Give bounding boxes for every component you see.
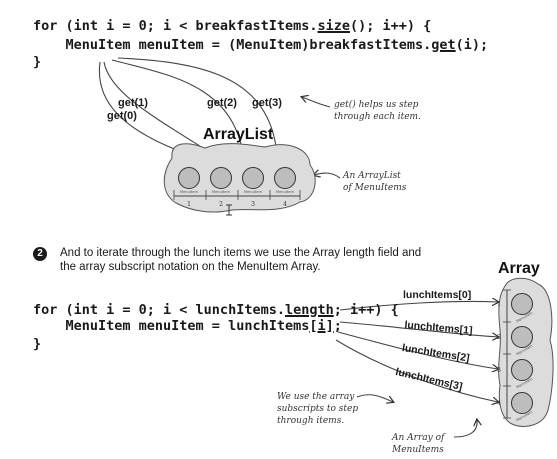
arraylist-items <box>178 167 296 189</box>
arrow-note-list <box>314 173 341 179</box>
arraylist-item-label: MenuItem <box>276 190 295 194</box>
code-text: for (int i = 0; i < lunchItems. <box>33 302 285 318</box>
get3-label: get(3) <box>252 97 282 109</box>
arraylist-index-3: 3 <box>251 201 255 208</box>
array-item-2 <box>511 326 533 348</box>
length-field: length <box>284 302 334 318</box>
array-index-1: 1 <box>497 301 501 308</box>
code-text: (i); <box>455 37 489 53</box>
array-index-4: 4 <box>497 400 501 407</box>
step-number-badge: 2 <box>33 247 47 261</box>
array-item-1 <box>511 293 533 315</box>
array-index-3: 3 <box>497 367 501 374</box>
arraylist-item-label: MenuItem <box>212 190 231 194</box>
arrow-lunch-1 <box>339 321 498 337</box>
step-description: And to iterate through the lunch items w… <box>60 247 422 273</box>
code-line-1: for (int i = 0; i < breakfastItems.size(… <box>33 18 432 34</box>
arraylist-index-2: 2 <box>219 201 223 208</box>
arrow-lunch-3 <box>335 339 498 402</box>
code2-line-2: MenuItem menuItem = lunchItems[i]; <box>33 318 342 334</box>
array-item-3 <box>511 359 533 381</box>
arraylist-blob <box>163 143 316 213</box>
arrow-lunch-2 <box>337 331 498 369</box>
arrow-note-get <box>302 97 331 108</box>
array-item-4 <box>511 392 533 414</box>
get2-label: get(2) <box>207 97 237 109</box>
code2-line-3: } <box>33 336 42 352</box>
arraylist-item-1 <box>178 167 200 189</box>
array-title: Array <box>498 260 540 277</box>
arraylist-index-4: 4 <box>283 201 287 208</box>
code-line-2: MenuItem menuItem = (MenuItem)breakfastI… <box>33 37 489 53</box>
array-index-2: 2 <box>497 334 501 341</box>
note-array-of-menuitems: An Array of MenuItems <box>392 433 445 455</box>
size-method: size <box>317 18 350 34</box>
arraylist-item-4 <box>274 167 296 189</box>
code-text: } <box>33 54 42 70</box>
arraylist-title: ArrayList <box>203 126 274 143</box>
arrow-get2 <box>111 59 244 160</box>
note-array-subscripts: We use the array subscripts to step thro… <box>277 392 359 426</box>
lunch-subscript-0: lunchItems[0] <box>403 289 472 301</box>
note-get-helps: get() helps us step through each item. <box>334 100 421 122</box>
array-items <box>511 293 533 414</box>
arraylist-item-3 <box>242 167 264 189</box>
text-cursor-icon <box>226 204 232 216</box>
code2-line-1: for (int i = 0; i < lunchItems.length; i… <box>33 302 399 318</box>
get-method: get <box>431 37 456 53</box>
note-arraylist-of-menuitems: An ArrayList of MenuItems <box>343 171 407 193</box>
arrow-get0 <box>98 61 190 155</box>
array-subscript: [i] <box>309 318 334 334</box>
array-blob <box>498 277 554 427</box>
arrow-note-array <box>453 420 477 438</box>
get0-label: get(0) <box>107 110 137 122</box>
arraylist-item-label: MenuItem <box>244 190 263 194</box>
code-text: MenuItem menuItem = (MenuItem)breakfastI… <box>33 37 432 53</box>
code-text: ; <box>333 318 342 334</box>
code-text: } <box>33 336 42 352</box>
arraylist-index-1: 1 <box>187 201 191 208</box>
arraylist-item-2 <box>210 167 232 189</box>
arrow-lunch-0 <box>339 301 498 311</box>
arrow-note-subscripts <box>356 394 393 402</box>
code-text: (); i++) { <box>350 18 432 34</box>
code-text: ; i++) { <box>333 302 399 318</box>
arrow-get3 <box>117 57 277 155</box>
code-text: MenuItem menuItem = lunchItems <box>33 318 310 334</box>
arraylist-item-label: MenuItem <box>180 190 199 194</box>
code-line-3: } <box>33 54 42 70</box>
code-text: for (int i = 0; i < breakfastItems. <box>33 18 318 34</box>
get1-label: get(1) <box>118 97 148 109</box>
